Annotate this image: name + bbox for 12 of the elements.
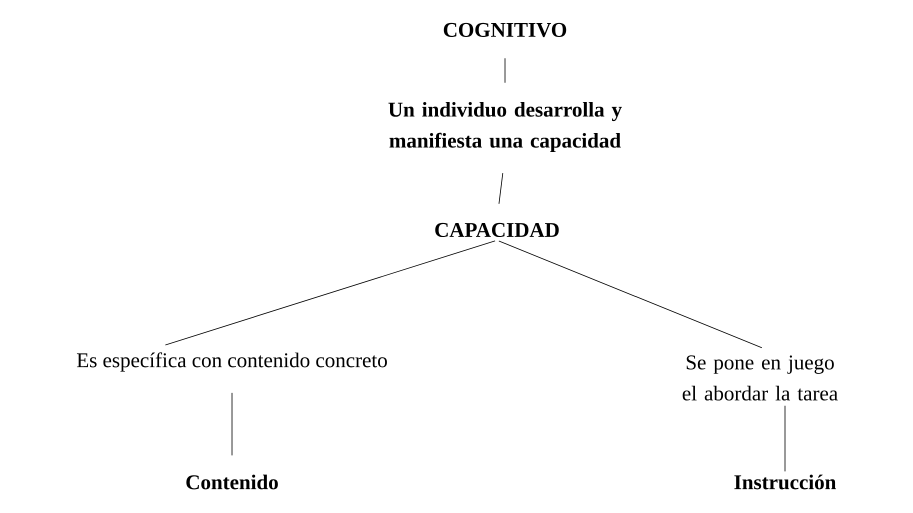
connector-line <box>498 240 762 348</box>
text-label: Es específica con contenido concreto <box>76 352 387 372</box>
connector-line <box>784 405 786 472</box>
connector-line <box>504 58 506 84</box>
heading-text: CAPACIDAD <box>435 222 559 238</box>
heading-text: Un individuo desarrolla y manifiesta una capacidad <box>388 102 622 152</box>
connector-line <box>498 172 504 204</box>
heading-text: Contenido <box>186 474 278 490</box>
heading-text: COGNITIVO <box>444 22 566 38</box>
text-label: Se pone en juego el abordar la tarea <box>682 355 838 401</box>
heading-text: Instrucción <box>734 474 836 490</box>
connector-line <box>164 240 496 346</box>
